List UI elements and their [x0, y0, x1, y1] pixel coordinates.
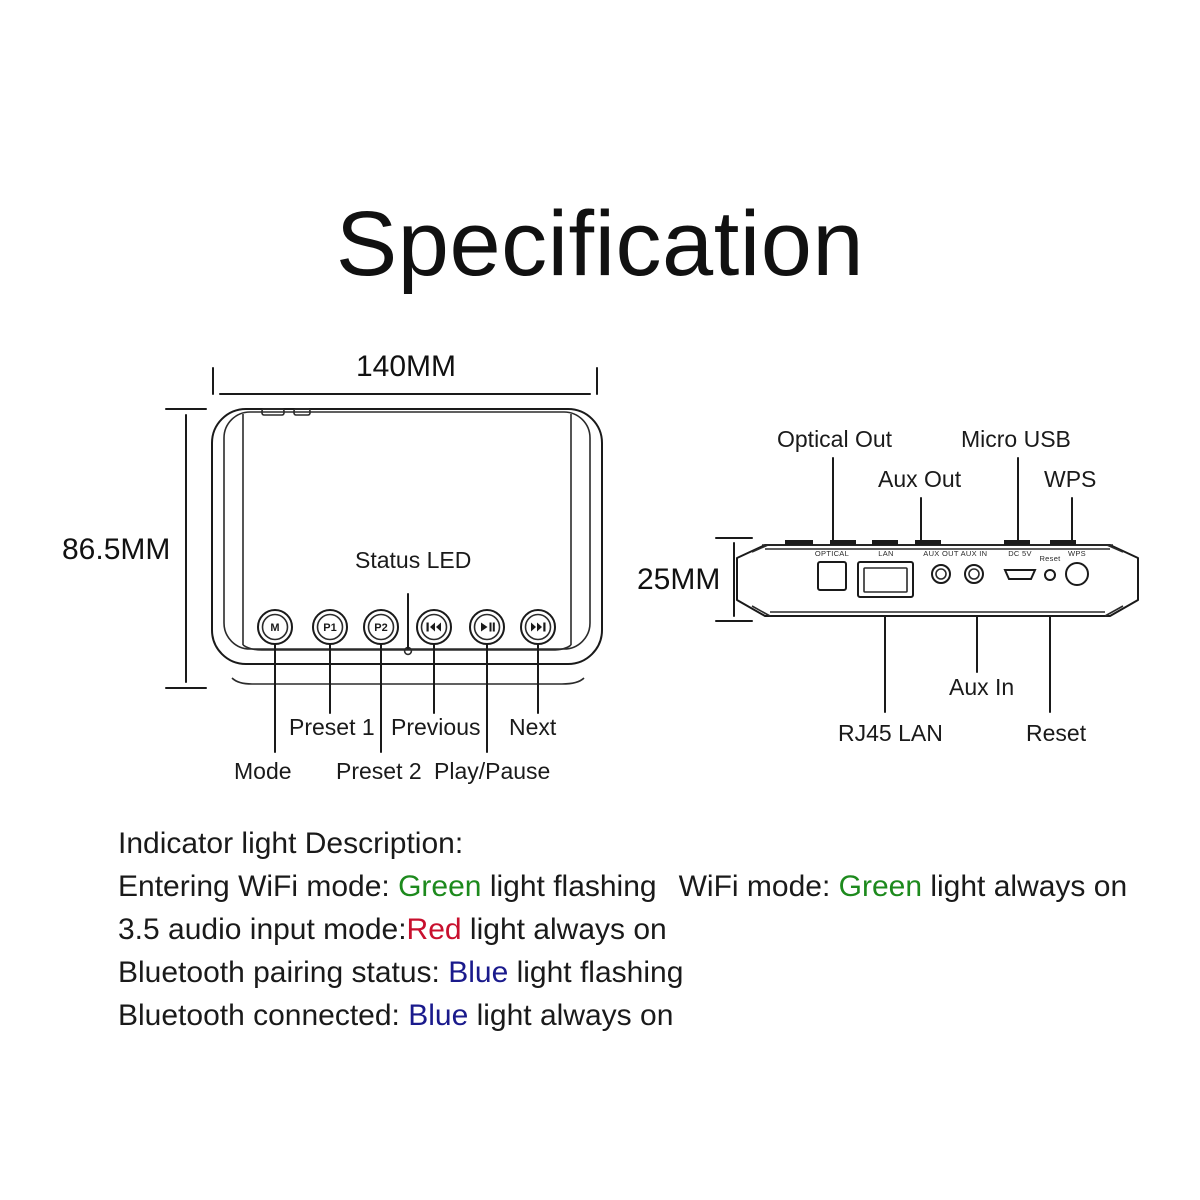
indicator-line-bt-connected: Bluetooth connected: Blue light always o… — [118, 999, 674, 1032]
svg-text:AUX OUT: AUX OUT — [923, 549, 959, 558]
svg-text:LAN: LAN — [878, 549, 894, 558]
indicator-line-audio-input: 3.5 audio input mode:Red light always on — [118, 913, 667, 946]
button-wps[interactable]: WPS — [1065, 549, 1089, 586]
indicator-heading: Indicator light Description: — [118, 827, 464, 860]
rear-dimension-lines — [715, 537, 753, 622]
svg-text:P1: P1 — [323, 622, 336, 634]
callout-reset: Reset — [1026, 720, 1087, 746]
button-play-pause[interactable] — [469, 609, 505, 645]
callout-optical-out: Optical Out — [777, 426, 893, 452]
button-previous[interactable] — [416, 609, 452, 645]
callout-preset-1: Preset 1 — [289, 714, 375, 740]
indicator-line-bt-pairing: Bluetooth pairing status: Blue light fla… — [118, 956, 684, 989]
callout-aux-in: Aux In — [949, 674, 1015, 700]
port-reset-hole[interactable]: Reset — [1039, 554, 1061, 581]
callout-preset-2: Preset 2 — [336, 758, 422, 784]
svg-text:P2: P2 — [374, 622, 387, 634]
port-aux-out[interactable]: AUX OUT — [923, 549, 959, 584]
svg-text:AUX IN: AUX IN — [961, 549, 988, 558]
front-callout-leaders — [274, 593, 539, 753]
rear-depth-dimension-label: 25MM — [637, 563, 721, 596]
indicator-line-entering-wifi: Entering WiFi mode: Green light flashing — [118, 870, 657, 903]
button-mode[interactable]: M — [257, 609, 293, 645]
next-icon — [531, 622, 546, 632]
port-optical-out[interactable]: OPTICAL — [815, 549, 849, 591]
svg-text:OPTICAL: OPTICAL — [815, 549, 849, 558]
rear-port-group: OPTICAL LAN AUX OUT AUX IN — [815, 549, 1089, 598]
indicator-line-wifi-mode: WiFi mode: Green light always on — [678, 870, 1128, 903]
front-width-dimension-label: 140MM — [356, 350, 457, 383]
svg-text:M: M — [270, 622, 279, 634]
indicator-light-description: Indicator light Description: Entering Wi… — [118, 822, 1128, 1037]
previous-icon — [426, 622, 441, 632]
button-next[interactable] — [520, 609, 556, 645]
front-height-dimension-label: 86.5MM — [62, 533, 171, 566]
callout-micro-usb: Micro USB — [961, 426, 1071, 452]
callout-rj45-lan: RJ45 LAN — [838, 720, 943, 746]
rear-callout-leaders — [832, 457, 1073, 713]
play-pause-icon — [481, 622, 495, 632]
callout-previous: Previous — [391, 714, 481, 740]
callout-play-pause: Play/Pause — [434, 758, 551, 784]
callout-next: Next — [509, 714, 557, 740]
port-aux-in[interactable]: AUX IN — [961, 549, 988, 584]
page-title: Specification — [335, 193, 865, 295]
port-rj45-lan[interactable]: LAN — [857, 549, 914, 598]
svg-text:WPS: WPS — [1068, 549, 1086, 558]
status-led-label: Status LED — [355, 547, 472, 573]
svg-text:DC 5V: DC 5V — [1008, 549, 1032, 558]
callout-mode: Mode — [234, 758, 292, 784]
front-button-row: M P1 P2 — [257, 609, 556, 656]
port-micro-usb[interactable]: DC 5V — [1003, 549, 1037, 580]
callout-aux-out: Aux Out — [878, 466, 962, 492]
button-preset-2[interactable]: P2 — [363, 609, 399, 645]
button-preset-1[interactable]: P1 — [312, 609, 348, 645]
front-device-outline — [211, 408, 603, 665]
callout-wps: WPS — [1044, 466, 1097, 492]
indicator-line-wifi: Entering WiFi mode: Green light flashing… — [118, 865, 1128, 908]
svg-text:Reset: Reset — [1039, 554, 1061, 563]
front-dimension-lines — [165, 367, 598, 689]
